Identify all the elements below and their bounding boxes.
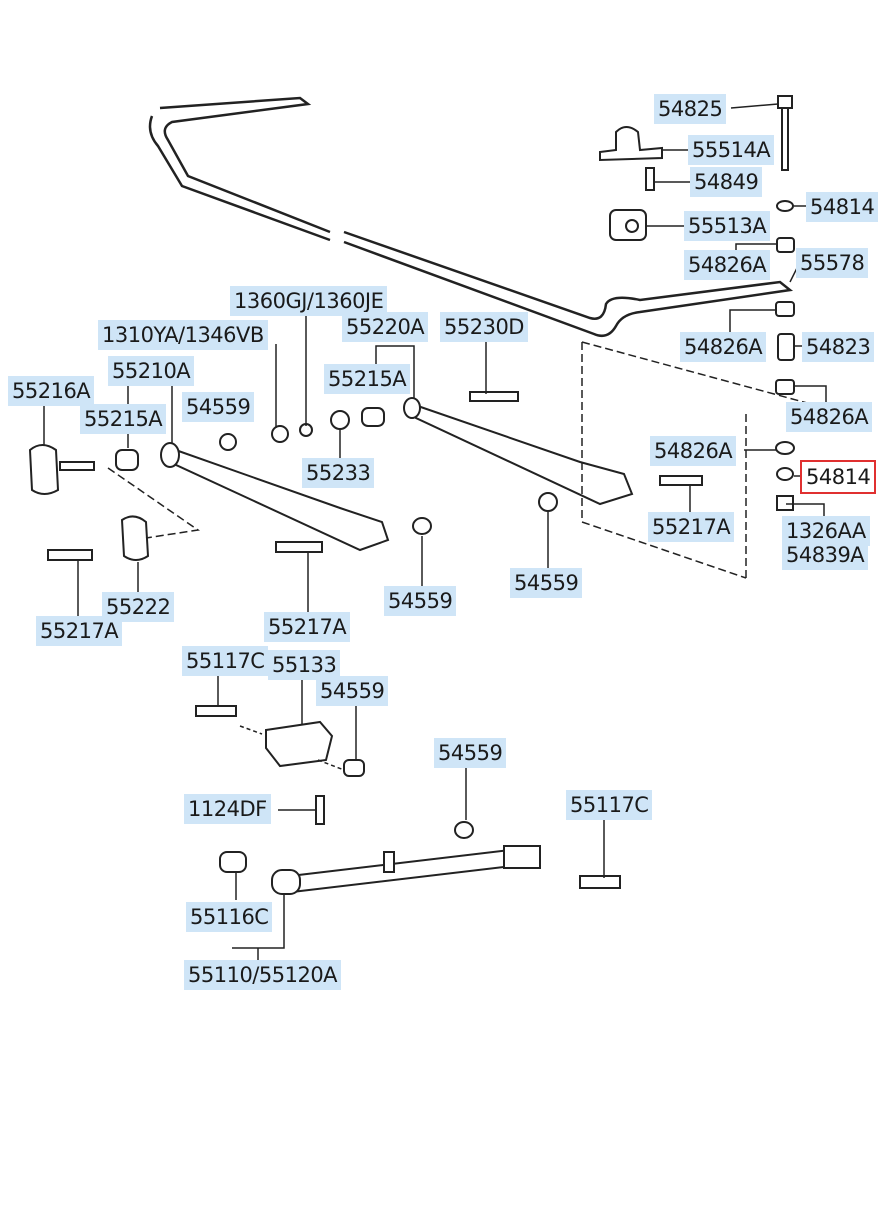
label-1124DF[interactable]: 1124DF	[184, 794, 271, 824]
label-54849[interactable]: 54849	[690, 167, 763, 197]
label-55215A-left[interactable]: 55215A	[80, 404, 167, 434]
label-55133[interactable]: 55133	[268, 650, 341, 680]
label-54826A-4[interactable]: 54826A	[650, 436, 737, 466]
stabilizer-bar	[148, 96, 794, 337]
leader-lines	[43, 103, 827, 960]
label-55117C-b[interactable]: 55117C	[566, 790, 653, 820]
label-54559-d[interactable]: 54559	[316, 676, 389, 706]
label-55117C-a[interactable]: 55117C	[182, 646, 269, 676]
label-54559-a[interactable]: 54559	[182, 392, 255, 422]
label-54825[interactable]: 54825	[654, 94, 727, 124]
label-1360GJ-1360JE[interactable]: 1360GJ/1360JE	[230, 286, 388, 316]
label-55220A[interactable]: 55220A	[342, 312, 429, 342]
label-54823[interactable]: 54823	[802, 332, 875, 362]
label-54826A-1[interactable]: 54826A	[684, 250, 771, 280]
label-54814-selected[interactable]: 54814	[799, 460, 877, 494]
trailing-arm-left	[28, 433, 432, 561]
label-55217A-mid[interactable]: 55217A	[264, 612, 351, 642]
label-55110-55120A[interactable]: 55110/55120A	[184, 960, 342, 990]
label-54559-c[interactable]: 54559	[384, 586, 457, 616]
label-55217A-right[interactable]: 55217A	[648, 512, 735, 542]
label-55578[interactable]: 55578	[796, 248, 869, 278]
label-55514A[interactable]: 55514A	[688, 135, 775, 165]
label-55116C[interactable]: 55116C	[186, 902, 273, 932]
label-55215A-mid[interactable]: 55215A	[324, 364, 411, 394]
label-55210A[interactable]: 55210A	[108, 356, 195, 386]
label-1310YA-1346VB[interactable]: 1310YA/1346VB	[98, 320, 268, 350]
label-54826A-3[interactable]: 54826A	[786, 402, 873, 432]
label-54826A-2[interactable]: 54826A	[680, 332, 767, 362]
label-54839A[interactable]: 54839A	[782, 540, 869, 570]
label-55233[interactable]: 55233	[302, 458, 375, 488]
trailing-arm-right	[271, 391, 703, 512]
label-54559-b[interactable]: 54559	[510, 568, 583, 598]
stabilizer-bracket	[599, 126, 663, 241]
label-55217A-left[interactable]: 55217A	[36, 616, 123, 646]
label-55230D[interactable]: 55230D	[440, 312, 528, 342]
stabilizer-link-assembly	[775, 95, 795, 511]
label-55216A[interactable]: 55216A	[8, 376, 95, 406]
label-55513A[interactable]: 55513A	[684, 211, 771, 241]
lower-bracket	[195, 705, 365, 825]
lateral-rod	[219, 821, 621, 895]
label-54559-e[interactable]: 54559	[434, 738, 507, 768]
assembly-outline	[107, 341, 871, 579]
label-54814-top[interactable]: 54814	[806, 192, 879, 222]
